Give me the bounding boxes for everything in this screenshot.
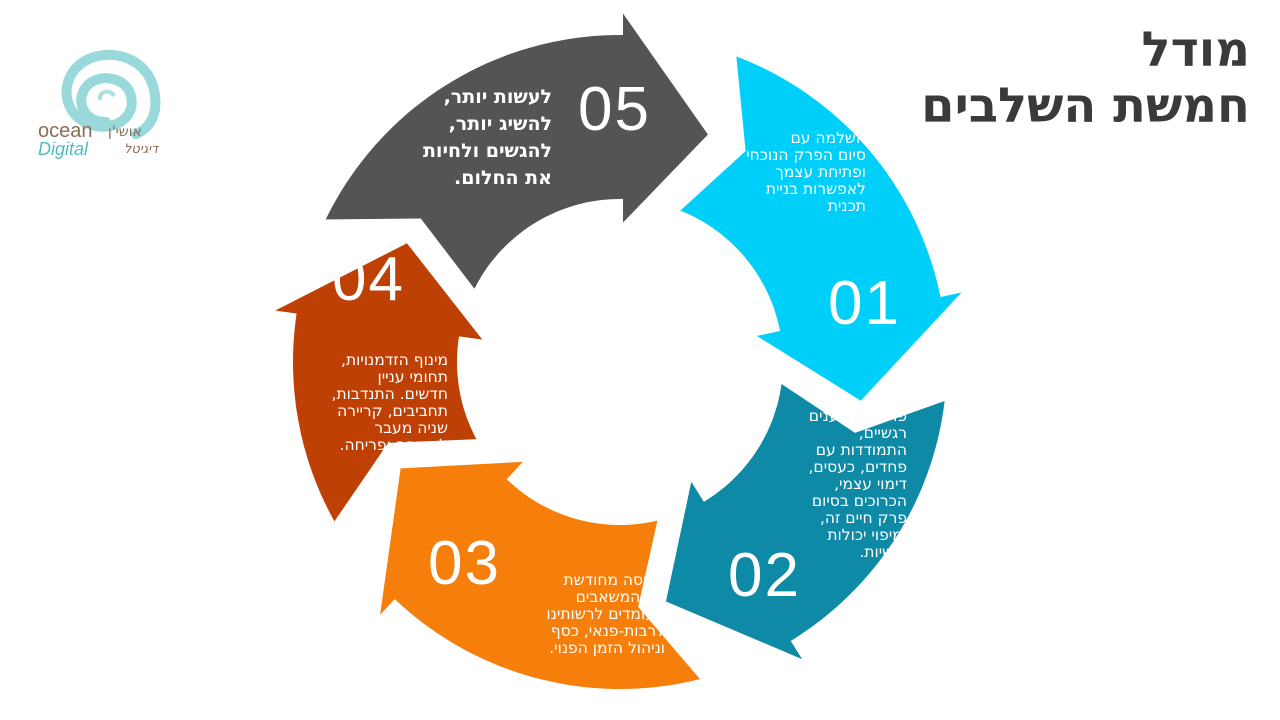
- stage-text-line: פריסה מחודשת: [563, 571, 665, 589]
- stage-text-line: תכנית: [827, 197, 866, 215]
- stage-text-line: פחדים, כעסים,: [808, 458, 907, 476]
- stage-02-arrow: [659, 373, 952, 673]
- stage-text-line: לצמיחה ופריחה.: [339, 436, 448, 454]
- stage-04-arrow: [255, 235, 497, 533]
- stage-04-number: 04: [332, 245, 405, 314]
- stage-text-line: ופתיחת עצמך: [775, 163, 866, 181]
- stage-05-arrow: [316, 0, 716, 301]
- stage-text-line: להגשים ולחיות: [422, 140, 552, 162]
- stage-text-line: פריקת מטענים: [808, 407, 907, 425]
- stage-text-line: דימוי עצמי,: [834, 475, 907, 493]
- stage-text-line: תחומי עניין: [377, 368, 448, 386]
- stage-01-arrow: [669, 47, 979, 409]
- stage-text-line: התמודדות עם: [815, 441, 907, 459]
- stage-text-line: תחביבים, קריירה: [337, 402, 448, 420]
- ocean-swirl-logo-icon: [61, 49, 161, 139]
- title-line-2: חמשת השלבים: [921, 78, 1250, 134]
- logo-ocean: ocean: [38, 120, 93, 142]
- stage-text-line: אישיות.: [859, 543, 907, 561]
- stage-text-line: להשיג יותר,: [448, 113, 552, 135]
- stage-05-number: 05: [578, 75, 651, 144]
- stage-text-line: הכרוכים בסיום: [811, 492, 907, 510]
- stage-03-number: 03: [428, 529, 501, 598]
- stage-text-line: השלמה עם: [790, 129, 867, 147]
- stage-03-arrow: [371, 455, 711, 695]
- stage-text-line: פרק חיים זה,: [819, 509, 907, 527]
- stage-01-number: 01: [828, 269, 901, 338]
- stage-text-line: סיום הפרק הנוכחי: [746, 146, 866, 164]
- stage-02-number: 02: [728, 541, 801, 610]
- stage-text-line: חדשים. התנדבות,: [331, 385, 448, 403]
- title-line-1: מודל: [1141, 22, 1250, 78]
- stage-text-line: לאפשרות בניית: [765, 180, 866, 198]
- stage-text-line: לעשות יותר,: [443, 86, 552, 108]
- logo-he-bottom: דיגיטל: [124, 142, 159, 157]
- stage-text-line: שניה מעבר: [374, 419, 448, 437]
- logo-text-english: ocean Digital: [38, 120, 93, 159]
- stage-05-text: לעשות יותר, להשיג יותר, להגשים ולחיות את הח…: [423, 84, 552, 192]
- logo-text-hebrew: אושי'ן: [108, 124, 142, 140]
- stage-text-line: מינוף הזדמנויות,: [341, 351, 448, 369]
- page-title: מודל חמשת השלבים: [921, 22, 1250, 134]
- stage-text-line: וניהול הזמן הפנוי.: [549, 639, 665, 657]
- logo-digital: Digital: [38, 139, 89, 159]
- stage-text-line: העומדים לרשותינו: [546, 605, 665, 623]
- stage-text-line: רגשיים,: [858, 424, 907, 442]
- stage-text-line: ומיפוי יכולות: [827, 526, 907, 544]
- stage-text-line: לרבות-פנאי, כסף: [550, 622, 665, 640]
- logo-he-top: אושי'ן: [108, 124, 142, 140]
- stage-text-line: את החלום.: [454, 167, 552, 189]
- stage-text-line: של המשאבים: [575, 588, 665, 606]
